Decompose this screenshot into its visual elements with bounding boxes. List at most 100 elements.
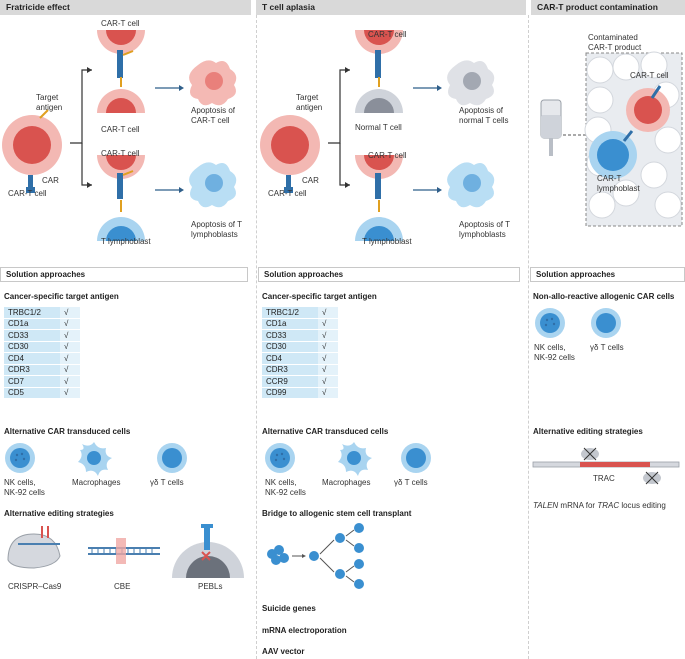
col1-editing-illustrations: [7, 524, 244, 578]
col1-antigen: CD30: [4, 341, 60, 353]
col2-alt-car-cells: [265, 442, 431, 476]
col2-suicide: Suicide genes: [262, 604, 316, 613]
fratricide-illustration: [2, 30, 237, 241]
col2-nk-label: NK cells, NK-92 cells: [265, 478, 306, 497]
p2-car-t-top: CAR-T cell: [368, 30, 407, 39]
p2-target-antigen: Target antigen: [296, 93, 323, 112]
col2-aav: AAV vector: [262, 647, 305, 656]
col2-antigen: CD30: [262, 341, 318, 353]
p1-car-t-left: CAR-T cell: [8, 189, 47, 198]
check-mark: √: [60, 387, 80, 399]
col2-antigen: CD1a: [262, 318, 318, 330]
header-fratricide: Fratricide effect: [0, 0, 251, 15]
p3-car-t: CAR-T cell: [630, 71, 669, 80]
p2-apoptosis-normal: Apoptosis of normal T cells: [459, 106, 509, 125]
check-mark: √: [318, 387, 338, 399]
col1-macrophages-label: Macrophages: [72, 478, 121, 487]
check-mark: √: [318, 352, 338, 365]
col3-trac-illustration: [532, 447, 680, 485]
p2-car-t-left: CAR-T cell: [268, 189, 307, 198]
check-mark: √: [60, 318, 80, 330]
col2-macrophages-label: Macrophages: [322, 478, 371, 487]
aplasia-illustration: [260, 30, 495, 241]
col1-antigen: CDR3: [4, 364, 60, 376]
col3-non-allo-title: Non-allo-reactive allogenic CAR cells: [533, 292, 675, 301]
check-mark: √: [318, 375, 338, 388]
p1-car: CAR: [42, 176, 59, 185]
col1-cbe-label: CBE: [114, 582, 131, 591]
header-t-cell-aplasia: T cell aplasia: [256, 0, 526, 15]
check-mark: √: [60, 352, 80, 365]
divider-2: [528, 15, 529, 659]
col1-gd-label: γδ T cells: [150, 478, 184, 487]
col1-alt-car-title: Alternative CAR transduced cells: [4, 427, 131, 436]
col1-antigen: CD33: [4, 329, 60, 342]
col3-talen-caption: TALEN mRNA for TRAC locus editing: [533, 501, 666, 511]
col1-antigen: CD1a: [4, 318, 60, 330]
col2-antigen: TRBC1/2: [262, 307, 318, 319]
p1-target-antigen: Target antigen: [36, 93, 63, 112]
col1-antigen: CD4: [4, 352, 60, 365]
p1-apoptosis-tl: Apoptosis of T lymphoblasts: [191, 220, 242, 239]
col1-target-title: Cancer-specific target antigen: [4, 292, 119, 301]
col3-nk-label: NK cells, NK-92 cells: [534, 343, 575, 362]
p2-normal-t: Normal T cell: [355, 123, 402, 132]
col3-trac-word: TRAC: [597, 501, 620, 510]
col1-pebls-label: PEBLs: [198, 582, 223, 591]
col1-antigen: CD5: [4, 387, 60, 399]
col2-gd-label: γδ T cells: [394, 478, 428, 487]
col1-alt-edit-title: Alternative editing strategies: [4, 509, 114, 518]
check-mark: √: [60, 375, 80, 388]
check-mark: √: [60, 307, 80, 319]
p1-car-t-bot: CAR-T cell: [101, 149, 140, 158]
col3-alt-edit-title: Alternative editing strategies: [533, 427, 643, 436]
check-mark: √: [318, 307, 338, 319]
col2-alt-car-title: Alternative CAR transduced cells: [262, 427, 389, 436]
col3-talen-end: locus editing: [619, 501, 666, 510]
check-mark: √: [318, 364, 338, 376]
divider-1: [256, 15, 257, 659]
col1-antigen-table: TRBC1/2√ CD1a√ CD33√ CD30√ CD4√ CDR3√ CD…: [4, 307, 80, 399]
col3-gd-label: γδ T cells: [590, 343, 624, 352]
col1-nk-label: NK cells, NK-92 cells: [4, 478, 45, 497]
col2-antigen-table: TRBC1/2√ CD1a√ CD33√ CD30√ CD4√ CDR3√ CC…: [262, 307, 338, 399]
p1-t-lymphoblast: T lymphoblast: [101, 237, 151, 246]
col2-mrna: mRNA electroporation: [262, 626, 347, 635]
col3-talen-mid: mRNA for: [558, 501, 598, 510]
p2-t-lymphoblast: T lymphoblast: [362, 237, 412, 246]
p1-car-t-mid: CAR-T cell: [101, 125, 140, 134]
check-mark: √: [60, 364, 80, 376]
col1-antigen: CD7: [4, 375, 60, 388]
header-contamination: CAR-T product contamination: [531, 0, 685, 15]
col2-antigen: CD99: [262, 387, 318, 399]
col2-antigen: CDR3: [262, 364, 318, 376]
col2-antigen: CD4: [262, 352, 318, 365]
check-mark: √: [318, 341, 338, 353]
col2-antigen: CD33: [262, 329, 318, 342]
solution-box-1: Solution approaches: [0, 267, 248, 282]
col2-target-title: Cancer-specific target antigen: [262, 292, 377, 301]
p1-car-t-top: CAR-T cell: [101, 19, 140, 28]
p2-apoptosis-tl: Apoptosis of T lymphoblasts: [459, 220, 510, 239]
p3-car-t-lymphoblast: CAR-T lymphoblast: [597, 174, 640, 193]
col3-trac-label: TRAC: [593, 474, 615, 483]
check-mark: √: [318, 329, 338, 342]
solution-box-3: Solution approaches: [530, 267, 685, 282]
p3-contaminated: Contaminated CAR-T product: [588, 33, 642, 52]
col2-antigen: CCR9: [262, 375, 318, 388]
p2-car: CAR: [302, 176, 319, 185]
p1-apoptosis-cart: Apoptosis of CAR-T cell: [191, 106, 236, 125]
col1-crispr-label: CRISPR–Cas9: [8, 582, 62, 591]
contamination-illustration: [540, 51, 683, 227]
solution-box-2: Solution approaches: [258, 267, 520, 282]
col3-talen-word: TALEN: [533, 501, 559, 510]
p2-car-t-mid: CAR-T cell: [368, 151, 407, 160]
col2-bridge-illustration: [267, 523, 364, 589]
col1-antigen: TRBC1/2: [4, 307, 60, 319]
col3-cells: [535, 308, 621, 338]
check-mark: √: [318, 318, 338, 330]
col1-alt-car-cells: [5, 442, 187, 476]
check-mark: √: [60, 341, 80, 353]
check-mark: √: [60, 329, 80, 342]
col2-bridge-title: Bridge to allogenic stem cell transplant: [262, 509, 412, 518]
